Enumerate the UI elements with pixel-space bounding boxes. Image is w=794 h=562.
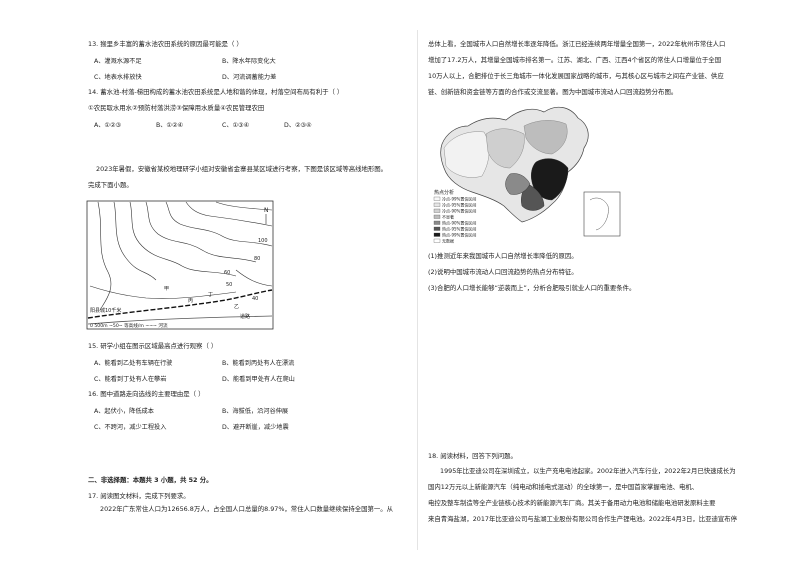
q14-option-d: D、②③④: [284, 122, 312, 129]
contour-legend: 0 500m ~50~ 等高线/m ~~~ 河流: [90, 322, 168, 329]
q13-option-b: B、降水年际变化大: [222, 58, 276, 65]
point-bing-label: 丙: [188, 298, 193, 304]
q16-stem: 16. 图中道路走向选线的主要理由是（ ）: [88, 390, 205, 398]
china-hotspot-map: 热点分析 冷点-99%置信区间 冷点-95%置信区间 冷点-90%置信区间 不显…: [433, 106, 621, 244]
q13-option-c: C、地表水排放快: [94, 74, 142, 81]
map-legend-item-0: 冷点-99%置信区间: [442, 196, 476, 202]
q13-option-d: D、河流调蓄能力差: [222, 74, 277, 81]
map-legend-item-6: 热点-99%置信区间: [442, 232, 476, 238]
map-legend-item-1: 冷点-95%置信区间: [442, 202, 476, 208]
north-label: N: [264, 207, 269, 214]
map-legend-item-7: 无数据: [442, 238, 454, 244]
q14-items: ①农民取水用水②预防村落洪涝③保障用水质量④农民管理农田: [88, 104, 265, 112]
q18-stem: 18. 阅读材料，回答下列问题。: [428, 452, 517, 460]
map-legend-item-5: 热点-95%置信区间: [442, 226, 476, 232]
q17-text: 2022年广东常住人口为12656.8万人，占全国人口总量的8.97%，常住人口…: [100, 505, 394, 513]
point-ding-label: 丁: [208, 292, 213, 298]
q16-option-a: A、起伏小，降低成本: [94, 408, 154, 415]
para-line-3: 10万人以上，合肥排位于长三角城市一体化发展国家战略的城市，与其核心区与城市之间…: [428, 72, 724, 80]
q15-option-b: B、能看到丙处有人在漂流: [222, 360, 295, 367]
q17-question-2: (2)说明中国城市流动人口回流趋势的热点分布特征。: [428, 268, 578, 276]
road-label: 道路: [240, 313, 250, 320]
q14-option-a: A、①②③: [94, 122, 122, 129]
q18-line-3: 电控及整车制造等全产业链核心技术的新能源汽车厂商。其关于备用动力电池和储能电池研…: [428, 499, 716, 507]
q14-option-b: B、①②④: [156, 122, 184, 129]
para-line-1: 总体上看，全国城市人口自然增长率逐年降低。浙江已经连续两年增量全国第一，2022…: [428, 40, 726, 48]
contour-label-50: 50: [226, 282, 232, 288]
q13-option-a: A、灌溉水源不足: [94, 58, 142, 65]
town-label: 阳县城10千米: [90, 307, 121, 314]
q16-option-c: C、不跨河，减少工程投入: [94, 424, 167, 431]
q15-option-c: C、能看到丁处有人在攀岩: [94, 376, 167, 383]
map-legend-title: 热点分析: [434, 189, 454, 196]
q18-line-4: 来自青海盐湖，2017年比亚迪公司与盐湖工业股份有限公司合作生产锂电池。2022…: [428, 515, 738, 523]
q14-option-c: C、①③④: [222, 122, 250, 129]
q14-stem: 14. 蓄水池-村落-梯田构成的蓄水池农田系统是人地和谐的体现，村落空间布局有利…: [88, 88, 344, 96]
section-2-title: 二、非选择题：本题共 3 小题，共 52 分。: [88, 476, 213, 484]
map-legend-item-4: 热点-90%置信区间: [442, 220, 476, 226]
contour-label-60: 60: [224, 270, 230, 276]
point-yi-label: 乙: [234, 303, 239, 310]
para-line-2: 增加了17.2万人，其增量全国城市排名第一。江苏、湖北、广西、江西4个省区的常住…: [428, 56, 722, 64]
contour-map-figure: N 100 80 60 50 40 丙 丁 甲 乙 道路 阳县城10千米 0 5…: [86, 200, 274, 330]
map-legend-item-2: 冷点-90%置信区间: [442, 208, 476, 214]
contour-label-40: 40: [252, 296, 258, 302]
q17-question-3: (3)合肥的人口增长能够“逆袭而上”，分析合肥吸引就业人口的重要条件。: [428, 284, 636, 292]
q17-question-1: (1)推测近年来我国城市人口自然增长率降低的原因。: [428, 252, 578, 260]
q16-option-d: D、避开断崖，减少地震: [222, 424, 289, 431]
q17-stem: 17. 阅读图文材料，完成下列要求。: [88, 492, 190, 500]
q15-stem: 15. 研学小组在图示区域最高点进行观察（ ）: [88, 342, 218, 350]
contour-label-80: 80: [254, 256, 260, 262]
q15-option-d: D、能看到甲处有人在爬山: [222, 376, 295, 383]
point-jia-label: 甲: [164, 286, 169, 292]
q13-stem: 13. 猴里乡丰富的蓄水池农田系统的原因最可能是（ ）: [88, 40, 243, 48]
para-line-4: 链、创新链和资金链等方面的合作或交流显著。图为中国城市流动人口回流趋势分布图。: [428, 88, 678, 96]
q18-line-1: 1995年比亚迪公司在深圳成立，以生产充电电池起家。2002年进入汽车行业，20…: [440, 467, 736, 475]
map-legend-item-3: 不显著: [442, 214, 454, 220]
q15-option-a: A、能看到乙处有车辆在行驶: [94, 360, 173, 367]
contour-label-100: 100: [258, 238, 268, 244]
intro-line-2: 完成下面小题。: [88, 181, 133, 189]
q18-line-2: 国内12万元以上新能源汽车（纯电动和插电式混动）的全球第一，是中国首家掌握电池、…: [428, 483, 699, 491]
q16-option-b: B、海拔低，沿河谷伸展: [222, 408, 289, 415]
column-divider: [417, 30, 418, 550]
intro-line-1: 2023年暑假，安徽省某校地理研学小组对安徽省金寨县某区域进行考察，下图是该区域…: [96, 165, 388, 173]
